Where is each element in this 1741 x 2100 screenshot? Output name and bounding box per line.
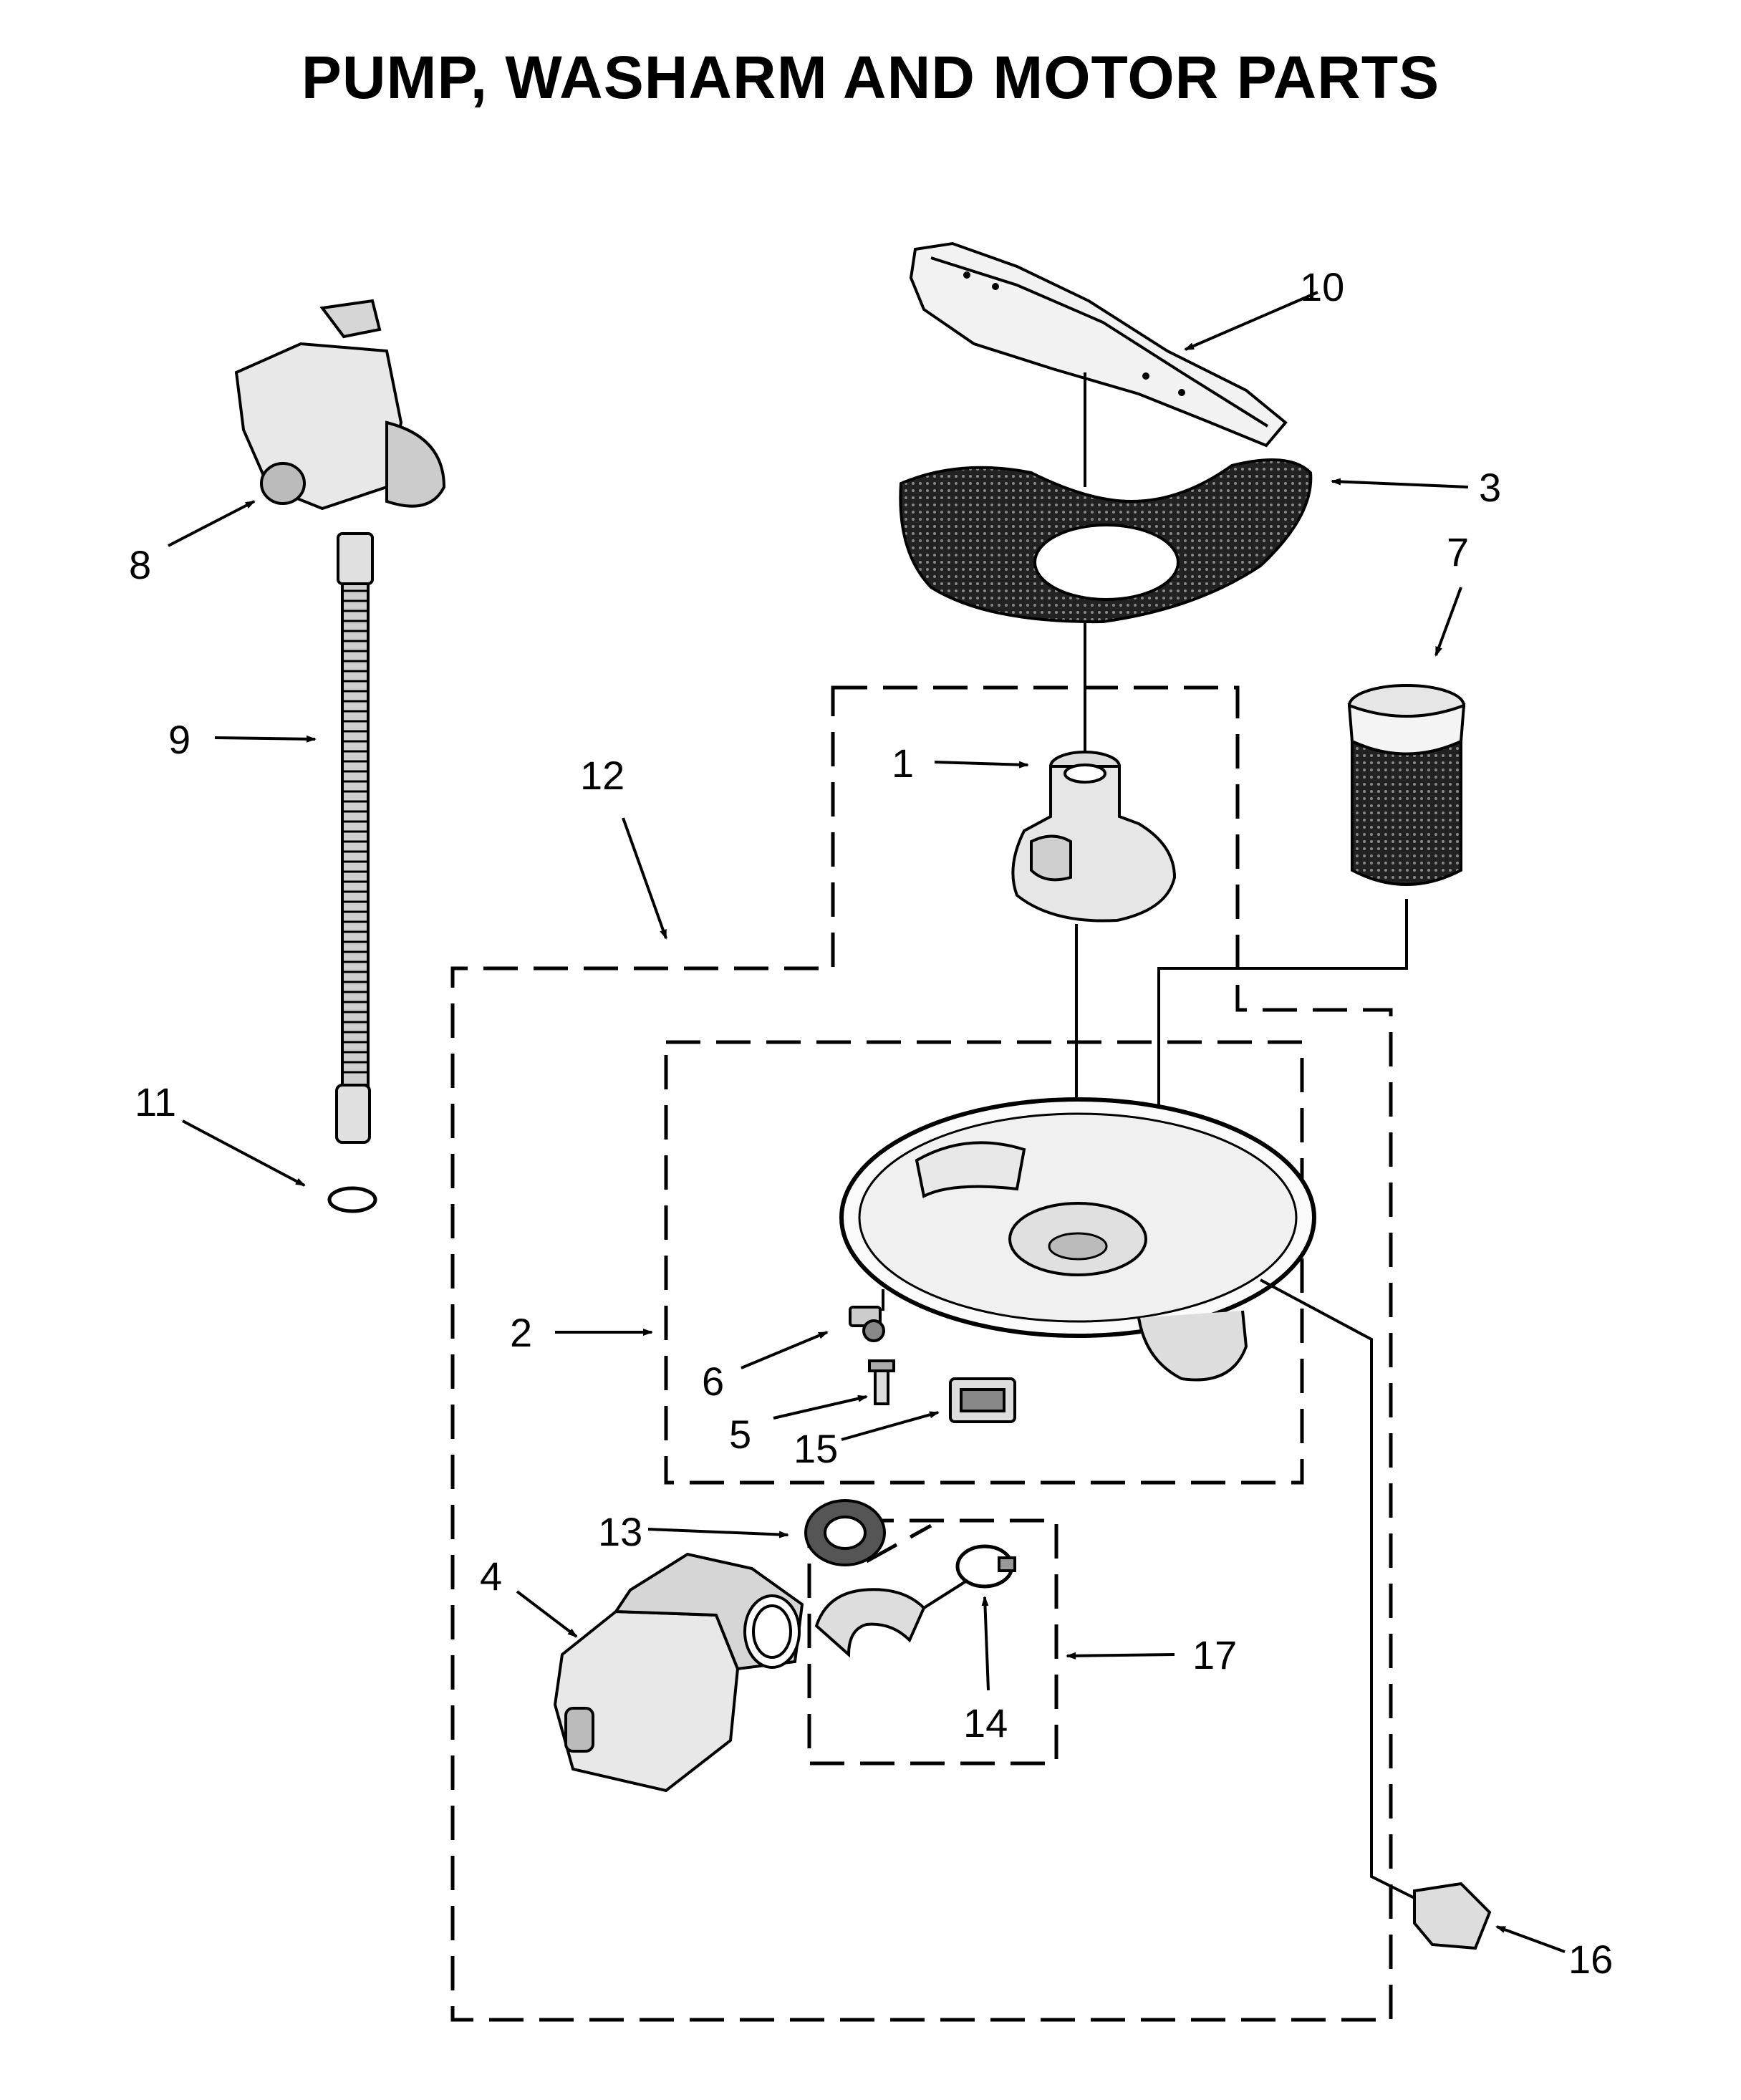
callout-4: 4: [480, 1554, 502, 1599]
drain-hose-icon: [335, 532, 374, 1144]
fine-filter-cup-icon: [1347, 684, 1466, 886]
callout-10: 10: [1300, 264, 1344, 309]
lower-washarm-icon: [909, 241, 1288, 448]
assembly-17-outline: [807, 1518, 1058, 1766]
seal-ring-icon: [804, 1499, 886, 1566]
callout-7: 7: [1447, 529, 1469, 574]
circulation-pump-motor-icon: [553, 1552, 804, 1793]
sensor-bracket-icon: [849, 1306, 885, 1342]
callout-16: 16: [1568, 1937, 1613, 1982]
thermistor-icon: [1413, 1882, 1492, 1950]
callout-2: 2: [510, 1310, 532, 1355]
filter-screen-icon: [899, 458, 1313, 624]
hose-clamp-icon: [327, 1186, 377, 1213]
callout-6: 6: [702, 1359, 724, 1404]
callout-12: 12: [580, 753, 624, 798]
filter-cup-connector: [1157, 899, 1408, 1135]
assembly-2-outline: [664, 1040, 1304, 1485]
callout-3: 3: [1479, 465, 1501, 510]
screw-icon: [868, 1359, 895, 1405]
pump-housing-icon: [1011, 751, 1177, 923]
drain-pump-icon: [234, 299, 446, 511]
hose-icon: [814, 1588, 926, 1658]
callout-17: 17: [1192, 1632, 1237, 1677]
callout-11: 11: [135, 1079, 176, 1124]
diagram-title: PUMP, WASHARM AND MOTOR PARTS: [301, 44, 1440, 111]
sump-assembly-icon: [839, 1097, 1316, 1382]
callout-15: 15: [794, 1426, 838, 1471]
callout-13: 13: [598, 1509, 642, 1554]
callout-5: 5: [729, 1412, 751, 1457]
callout-8: 8: [129, 542, 151, 587]
connector-icon: [949, 1377, 1016, 1423]
seal-alignment-dash: [865, 1523, 932, 1564]
callout-14: 14: [963, 1700, 1008, 1745]
thermistor-wire: [1260, 1278, 1415, 1899]
callout-1: 1: [892, 741, 914, 786]
hose-clamp-icon: [955, 1544, 1016, 1589]
assembly-12-outline: [450, 685, 1393, 2022]
callout-9: 9: [168, 717, 191, 762]
